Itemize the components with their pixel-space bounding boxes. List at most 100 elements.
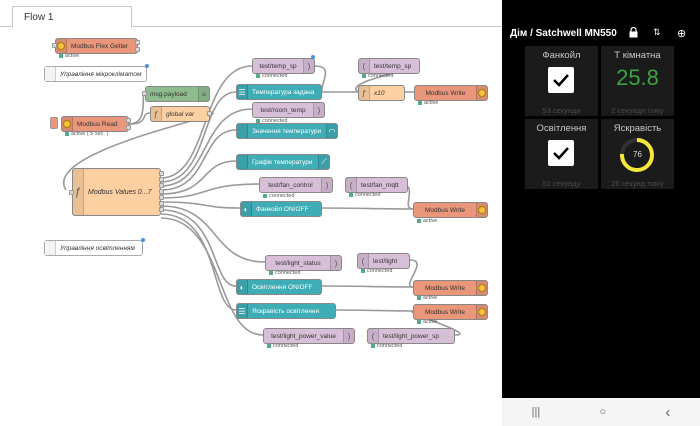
output-port[interactable] [159, 201, 164, 206]
node-status: connected [263, 193, 294, 199]
input-port[interactable] [52, 43, 57, 48]
changed-indicator [141, 238, 145, 242]
node-label: Фанкойл ON/OFF [256, 205, 309, 213]
node-label: test/fan_control [268, 181, 313, 189]
modbus-write-node-2[interactable]: Modbus Write [413, 202, 488, 218]
home-button[interactable]: ○ [599, 406, 607, 418]
wifi-icon: ) [330, 256, 341, 270]
card-timestamp: 53 секунди [542, 106, 581, 115]
wifi-icon: ( [368, 329, 379, 343]
node-status: connected [256, 118, 287, 124]
chart-node-temperature[interactable]: Графік температури ⟋ [236, 154, 330, 170]
output-port[interactable] [159, 183, 164, 188]
wifi-icon: ) [321, 178, 332, 192]
fancoil-checkbox[interactable] [548, 67, 574, 93]
card-title: Фанкойл [542, 50, 581, 61]
tab-flow-1[interactable]: Flow 1 [12, 6, 132, 28]
slider-node-brightness[interactable]: ☰ Яскравість освітлення [236, 303, 336, 319]
mqtt-in-light[interactable]: ( test/light [357, 253, 410, 269]
sort-icon[interactable]: ⇅ [653, 27, 661, 37]
mqtt-in-temp-sp[interactable]: test/temp_sp ) [252, 58, 315, 74]
card-room-temp: Т кімнатна 25.8 2 секунди тому [601, 46, 674, 116]
change-node-msg-payload[interactable]: msg.payload ≡ [145, 86, 210, 102]
trigger-button[interactable] [50, 117, 58, 129]
recent-apps-button[interactable]: ||| [531, 406, 541, 418]
function-node-modbus-values[interactable]: ƒ Modbus Values 0...7 [72, 168, 161, 216]
node-label: Modbus Values 0...7 [88, 188, 152, 196]
node-status: connected [256, 73, 287, 79]
node-label: Modbus Write [425, 284, 465, 292]
modbus-read-node[interactable]: Modbus Read [61, 116, 129, 132]
wifi-icon: ( [358, 254, 369, 268]
node-label: Modbus Write [425, 308, 465, 316]
card-brightness: Яскравість 76 26 секунд тому [601, 119, 674, 189]
output-port[interactable] [159, 171, 164, 176]
modbus-flex-getter-node[interactable]: Modbus Flex Getter [55, 38, 138, 54]
output-port[interactable] [207, 111, 212, 116]
node-status: active [417, 319, 437, 325]
mqtt-out-fan-control[interactable]: test/fan_control ) [259, 177, 333, 193]
gear-icon [476, 86, 487, 100]
switch-node-fancoil[interactable]: ◐ Фанкойл ON/OFF [240, 201, 322, 217]
node-status: connected [371, 343, 402, 349]
page-title: Дім / Satchwell MN550 [510, 28, 617, 39]
switch-node-lighting[interactable]: ◐ Освітлення ON/OFF [236, 279, 322, 295]
comment-node-climate[interactable]: Управління мікрокліматом [44, 66, 147, 82]
output-port[interactable] [135, 47, 140, 52]
function-node-x10[interactable]: ƒ x10 [358, 85, 405, 101]
dashboard-header: Дім / Satchwell MN550 ⇅ ⊕ [502, 25, 700, 45]
mqtt-in-temp-sp-2[interactable]: ( test/temp_sp [358, 58, 420, 74]
node-label: x10 [374, 89, 385, 97]
gauge-node-temperature[interactable]: Значення температури ◠ [236, 123, 338, 139]
output-port[interactable] [135, 40, 140, 45]
output-port[interactable] [159, 207, 164, 212]
modbus-write-node-1[interactable]: Modbus Write [414, 85, 488, 101]
wifi-icon: ) [303, 59, 314, 73]
card-title: Яскравість [613, 123, 662, 134]
slider-node-temperature[interactable]: ☰ Температура задана [236, 84, 322, 100]
add-circle-icon[interactable]: ⊕ [677, 28, 687, 40]
modbus-write-node-4[interactable]: Modbus Write [413, 304, 488, 320]
node-status: connected [267, 343, 298, 349]
android-nav-bar: ||| ○ ‹ [502, 398, 700, 426]
lighting-checkbox[interactable] [548, 140, 574, 166]
brightness-value: 76 [633, 150, 642, 159]
node-label: Modbus Read [77, 120, 118, 128]
brightness-gauge [620, 138, 654, 172]
slider-icon: ☰ [237, 304, 248, 318]
comment-node-lighting[interactable]: Управління освітленням [44, 240, 143, 256]
wifi-icon: ( [359, 59, 370, 73]
node-label: Modbus Write [425, 206, 465, 214]
mqtt-out-light-power-value[interactable]: test/light_power_value ) [263, 328, 355, 344]
function-node-global-var[interactable]: ƒ global var [150, 106, 210, 122]
dashboard-phone: Дім / Satchwell MN550 ⇅ ⊕ Фанкойл 53 сек… [502, 0, 700, 426]
mqtt-out-light-status[interactable]: test/light_status ) [265, 255, 342, 271]
node-label: Температура задана [252, 88, 315, 96]
gear-icon [476, 203, 487, 217]
mqtt-in-fan[interactable]: ( test/fan_mqtt [345, 177, 408, 193]
wifi-icon: ) [343, 329, 354, 343]
output-port[interactable] [159, 189, 164, 194]
node-status: connected [269, 270, 300, 276]
output-port[interactable] [126, 118, 131, 123]
input-port[interactable] [142, 91, 147, 96]
chart-icon [237, 155, 248, 169]
output-port[interactable] [126, 125, 131, 130]
card-title: Т кімнатна [614, 50, 661, 61]
node-label: msg.payload [150, 90, 187, 98]
input-port[interactable] [69, 190, 74, 195]
function-icon: ƒ [73, 169, 84, 215]
node-status: active [59, 53, 79, 59]
output-port[interactable] [159, 195, 164, 200]
back-button[interactable]: ‹ [665, 403, 671, 421]
node-label: test/temp_sp [374, 62, 412, 70]
lock-icon[interactable] [629, 26, 638, 41]
node-label: test/light_power_value [271, 332, 336, 340]
node-label: test/light [373, 257, 398, 265]
mqtt-in-light-power-sp[interactable]: ( test/light_power_sp [367, 328, 455, 344]
function-icon: ƒ [359, 86, 370, 100]
modbus-write-node-3[interactable]: Modbus Write [413, 280, 488, 296]
mqtt-out-room-temp[interactable]: test/room_temp ) [252, 102, 325, 118]
output-port[interactable] [159, 177, 164, 182]
node-status: connected [349, 192, 380, 198]
